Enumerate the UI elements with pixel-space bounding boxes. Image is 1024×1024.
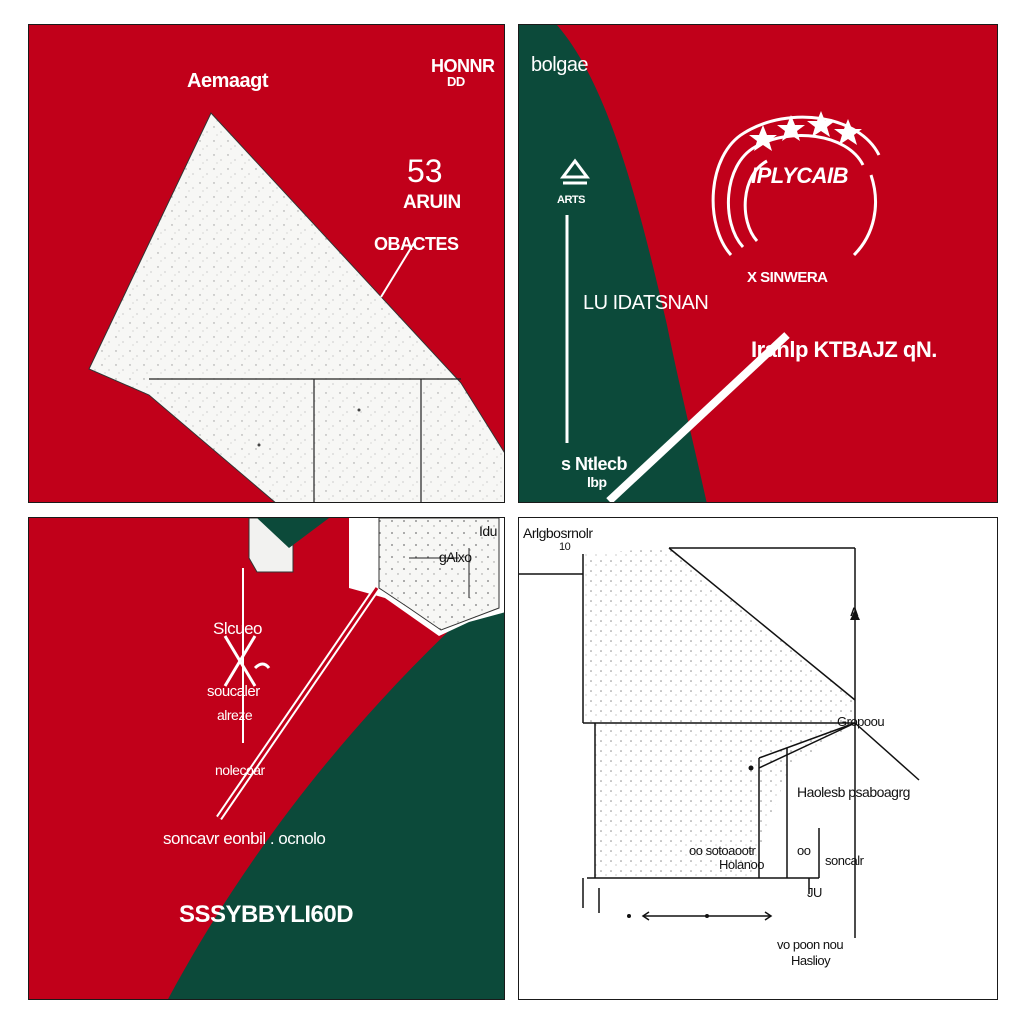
mid-label: Haolesb psaboagrg: [797, 784, 910, 800]
number-caption: ARUIN: [403, 192, 461, 213]
panel-top-left: Aemaagt HONNR DD 53 ARUIN OBACTES: [28, 24, 505, 503]
top-left-text: Aemaagt: [187, 70, 268, 92]
arrow-caption: ARTS: [557, 194, 585, 206]
speckled-lower: [595, 723, 855, 878]
panel-bottom-right: Arlgbosrnolr 10 A Gropoou Haolesb psaboa…: [518, 517, 998, 1000]
diagonal-bar: [606, 332, 790, 502]
left-text-1: Slcueo: [213, 619, 262, 638]
pointer-line: [380, 242, 415, 298]
crossed-tools-icon: [223, 635, 271, 687]
left-text-2: soucaler: [207, 683, 260, 700]
lower-right-label: oo: [797, 843, 811, 858]
top-text: Arlgbosrnolr: [523, 525, 593, 541]
right-label: Iranlp KTBAJZ qN.: [751, 337, 937, 362]
panel-top-right: bolgae ARTS LU IDATSNAN s Ntlecb lbp IPL…: [518, 24, 998, 503]
small-label: JU: [807, 885, 822, 900]
panel-bottom-left: Idu gAlxo Slcueo soucaler alreze nolecoa…: [28, 517, 505, 1000]
green-corner: [257, 518, 329, 548]
speckled-block: [583, 548, 855, 723]
top-right-subtext: gAlxo: [439, 549, 472, 565]
seal-bottom-text: X SINWERA: [747, 269, 828, 286]
bottom-text: vo poon nou: [777, 937, 844, 952]
left-text-3: alreze: [217, 707, 253, 723]
lower-right-sublabel: soncalr: [825, 853, 864, 868]
top-left-text: bolgae: [531, 54, 589, 76]
paper-speckle: [378, 518, 500, 631]
bottom-text: soncavr eonbil . ocnolo: [163, 829, 326, 848]
lower-left-sublabel: Holanoo: [719, 857, 764, 872]
panel-top-right-graphic: [519, 25, 997, 502]
big-text: SSSYBBYLI60D: [179, 901, 354, 928]
bottom-left-text: s Ntlecb: [561, 454, 628, 474]
paper-triangle-shape: [88, 112, 504, 502]
top-right-text: Idu: [479, 523, 497, 539]
up-arrow-marker: [850, 610, 860, 620]
pointer-label: OBACTES: [374, 234, 459, 254]
seal-text: IPLYCAIB: [751, 163, 849, 188]
arrow-top-label: A: [850, 605, 859, 619]
panel-bottom-left-graphic: [29, 518, 504, 999]
right-label-top: Gropoou: [837, 714, 885, 729]
panel-top-left-graphic: [29, 25, 504, 502]
number-label: 53: [407, 153, 443, 189]
bottom-subtext: Haslioy: [791, 953, 831, 968]
up-arrow-icon: [560, 158, 590, 185]
lower-left-label: oo sotoaootr: [689, 843, 756, 858]
star-seal-icon: [711, 111, 881, 257]
vertical-label: LU IDATSNAN: [583, 292, 709, 314]
top-right-text: HONNR: [431, 56, 495, 76]
top-right-subtext: DD: [447, 74, 465, 89]
top-subtext: 10: [559, 541, 571, 553]
green-wave-shape: [168, 579, 504, 999]
bottom-left-subtext: lbp: [587, 474, 607, 490]
panel-bottom-right-graphic: [519, 518, 997, 999]
mid-text: nolecoar: [215, 762, 265, 778]
